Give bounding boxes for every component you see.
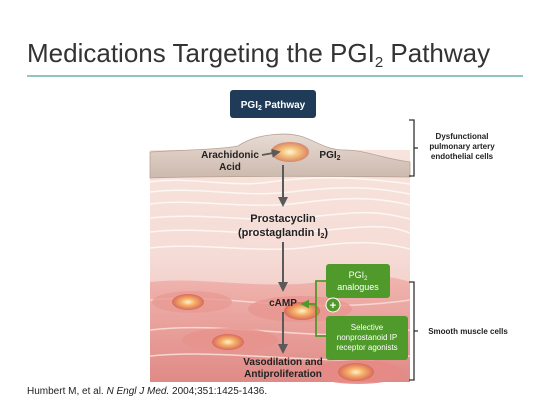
prostacyclin-line1: Prostacyclin	[250, 213, 316, 225]
prostacyclin-line2-sub: 2	[320, 233, 324, 240]
plus-symbol: +	[330, 300, 336, 312]
prostacyclin-label: Prostacyclin (prostaglandin I2)	[238, 213, 328, 240]
prostacyclin-line2-tail: )	[324, 227, 328, 239]
connective-layers	[149, 177, 411, 251]
plus-icon	[325, 297, 341, 313]
slide-title-subscript: 2	[374, 54, 384, 71]
nucleus	[338, 363, 374, 381]
camp-label: cAMP	[269, 298, 297, 309]
citation-authors: Humbert M, et al.	[27, 386, 107, 397]
arachidonic-to-pgi2-arrow	[261, 148, 281, 158]
pgi2-cell-sub: 2	[337, 155, 341, 162]
pgi2-cell-main: PGI	[319, 150, 336, 161]
title-rule	[27, 75, 523, 77]
arachidonic-line2: Acid	[219, 162, 241, 173]
pgi2-cell-label: PGI2	[319, 150, 340, 162]
outcome-line1: Vasodilation and	[243, 357, 322, 368]
ip-agonists-line2: nonprostanoid IP	[337, 333, 398, 342]
nucleus	[172, 294, 204, 310]
outcome-line2: Antiproliferation	[244, 369, 322, 380]
citation-journal: N Engl J Med.	[106, 386, 170, 397]
nucleus	[212, 334, 244, 350]
slide-title-tail: Pathway	[383, 38, 491, 68]
citation-details: 2004;351:1425-1436.	[169, 386, 268, 397]
nucleus	[284, 302, 320, 320]
analogues-line1-main: PGI	[349, 270, 365, 280]
endothelial-cell-layer	[149, 133, 411, 179]
drug-action-connector	[300, 280, 326, 337]
svg-text:PGI2 Pathway: PGI2 Pathway	[241, 100, 306, 112]
smooth-muscle-bracket-label: Smooth muscle cells	[428, 327, 508, 336]
bracket-top-line2: pulmonary artery	[429, 142, 495, 151]
prostacyclin-line2-main: (prostaglandin I	[238, 227, 321, 239]
analogues-line1-sub: 2	[364, 276, 368, 282]
bracket-top-line1: Dysfunctional	[436, 132, 489, 141]
header-box-sub: 2	[258, 105, 262, 112]
citation: Humbert M, et al. N Engl J Med. 2004;351…	[27, 386, 267, 397]
header-box-main: PGI	[241, 100, 258, 111]
arachidonic-line1: Arachidonic	[201, 150, 259, 161]
slide-title-main: Medications Targeting the PGI	[27, 38, 375, 68]
bracket-top-line3: endothelial cells	[431, 152, 494, 161]
pathway-header-box: PGI2 Pathway	[230, 90, 316, 118]
slide-title: Medications Targeting the PGI2 Pathway	[27, 38, 491, 71]
header-box-tail: Pathway	[262, 100, 306, 111]
ip-agonists-line3: receptor agonists	[336, 343, 397, 352]
analogues-line2: analogues	[337, 282, 379, 292]
ip-agonists-line1: Selective	[351, 323, 384, 332]
